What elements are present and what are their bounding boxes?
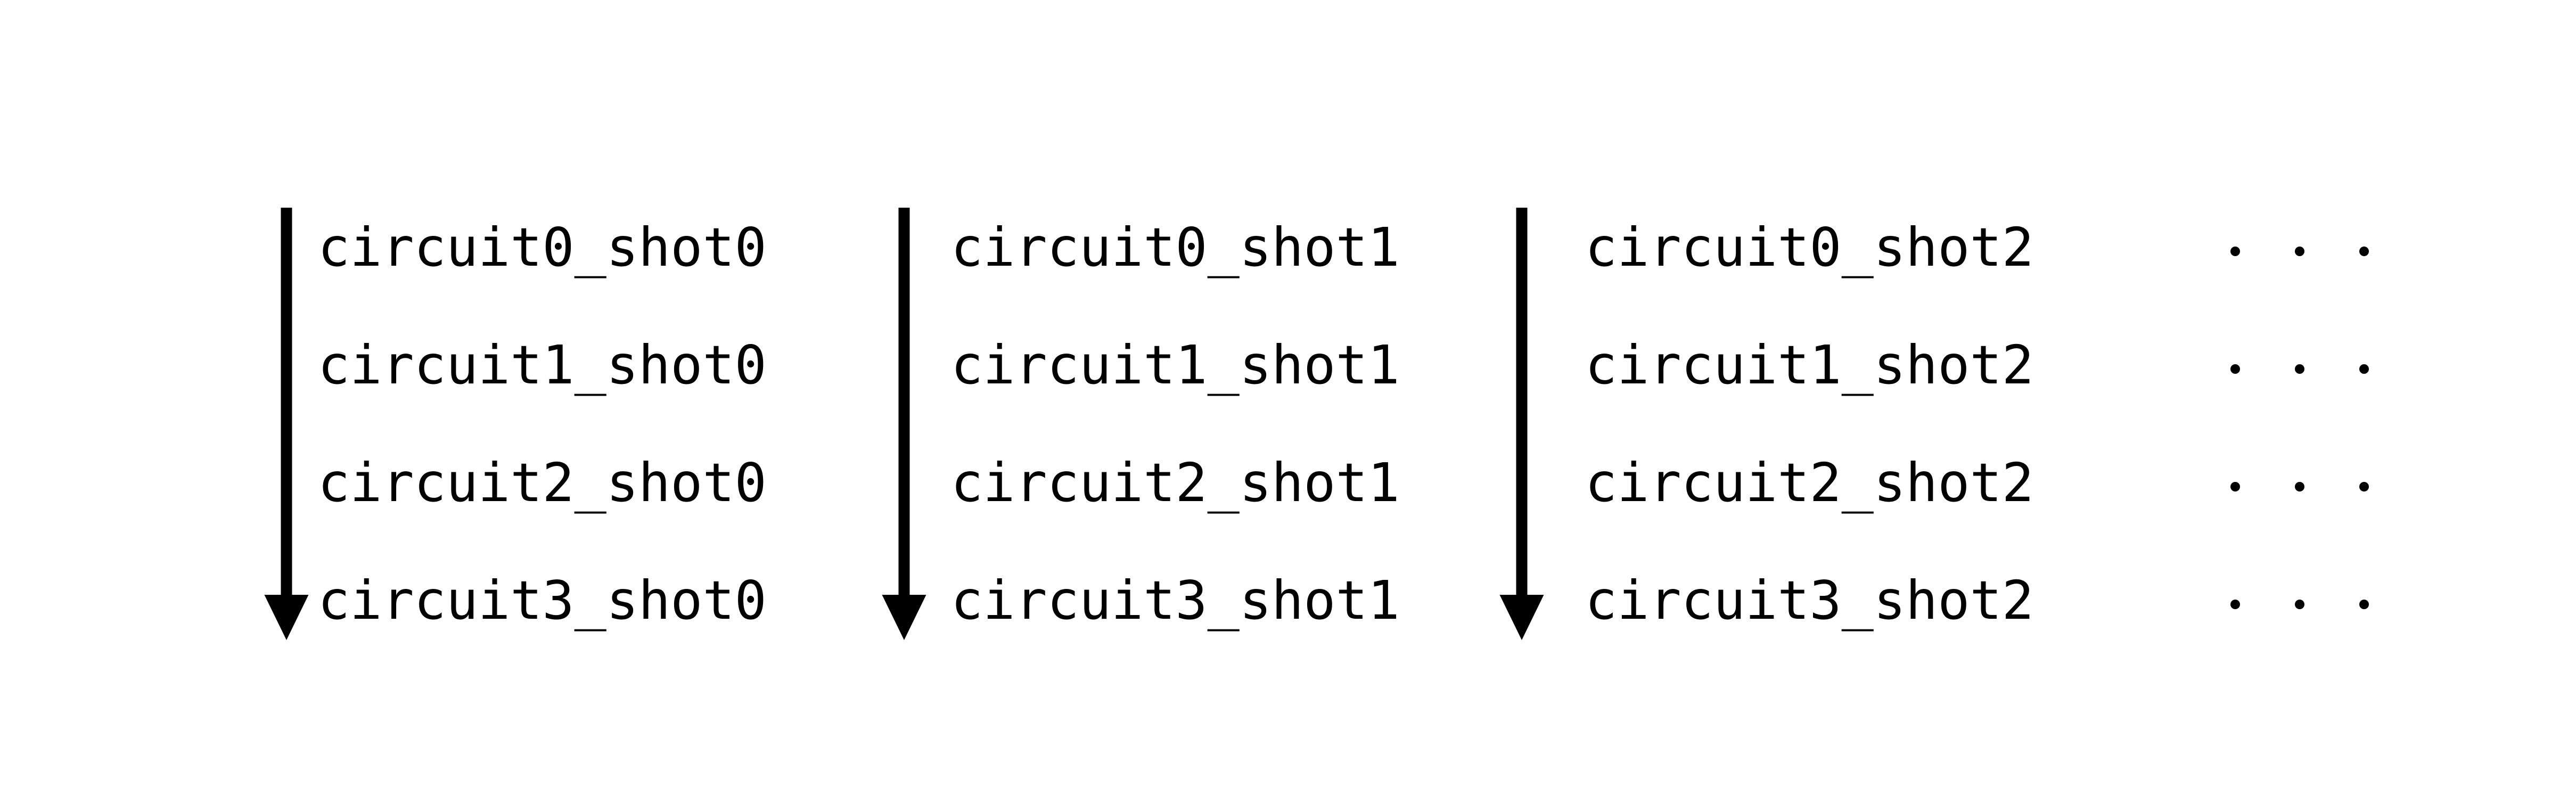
circuit-shot-label: circuit3_shot2 [1585, 569, 2034, 632]
ellipsis-dot [2295, 247, 2304, 256]
ellipsis-dot [2230, 600, 2240, 609]
ellipsis-dot [2295, 364, 2304, 374]
circuit-shot-label: circuit1_shot1 [951, 334, 1400, 396]
circuit-shot-label: circuit2_shot2 [1585, 452, 2034, 514]
circuit-shot-label: circuit1_shot0 [318, 334, 767, 396]
ellipsis-dot [2359, 482, 2369, 491]
down-arrow-icon [1499, 208, 1544, 640]
ellipsis-dot [2295, 482, 2304, 491]
ellipsis-dot [2230, 364, 2240, 374]
circuit-shot-label: circuit0_shot0 [318, 216, 767, 278]
ellipsis-dot [2230, 247, 2240, 256]
ellipsis-dot [2230, 482, 2240, 491]
circuit-shot-label: circuit0_shot2 [1585, 216, 2034, 278]
down-arrow-icon [264, 208, 309, 640]
ellipsis-dot [2295, 600, 2304, 609]
ellipsis-dot [2359, 247, 2369, 256]
ellipsis-dot [2359, 364, 2369, 374]
circuit-shot-label: circuit1_shot2 [1585, 334, 2034, 396]
circuit-shot-label: circuit2_shot0 [318, 452, 767, 514]
ellipsis-dot [2359, 600, 2369, 609]
circuit-shot-label: circuit3_shot0 [318, 569, 767, 632]
circuit-shot-label: circuit0_shot1 [951, 216, 1400, 278]
circuit-shot-label: circuit3_shot1 [951, 569, 1400, 632]
down-arrow-icon [882, 208, 926, 640]
circuit-shot-label: circuit2_shot1 [951, 452, 1400, 514]
